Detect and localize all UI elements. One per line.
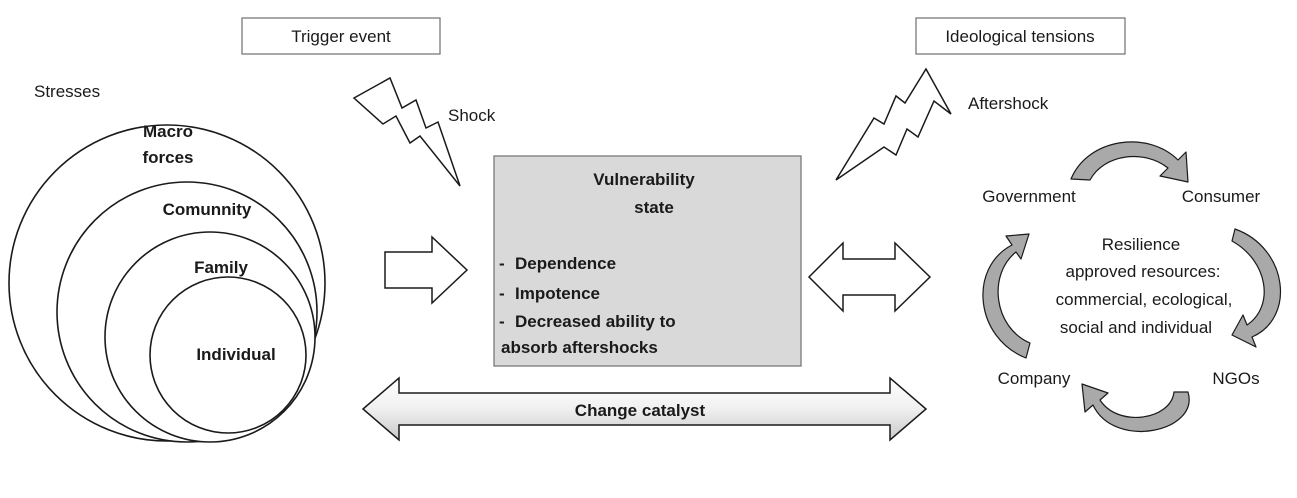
bullet-dash-1: - xyxy=(499,254,505,273)
cycle-arrow-top-icon xyxy=(1070,141,1189,183)
shock-bolt-icon xyxy=(352,76,461,187)
vulnerability-title-2: state xyxy=(634,198,674,217)
vulnerability-resilience-double-arrow-icon xyxy=(807,241,932,313)
aftershock-label: Aftershock xyxy=(968,94,1049,113)
shock-label: Shock xyxy=(448,106,496,125)
ideological-tensions-box: Ideological tensions xyxy=(915,17,1126,55)
government-label: Government xyxy=(982,187,1076,206)
individual-label: Individual xyxy=(196,345,275,364)
cycle-arrow-right-icon xyxy=(1231,228,1282,348)
family-label: Family xyxy=(194,258,248,277)
stress-right-arrow-icon xyxy=(384,235,469,305)
bullet-impotence: Impotence xyxy=(515,284,600,303)
resilience-center-line-2: approved resources: xyxy=(1066,262,1221,281)
resilience-cycle xyxy=(982,141,1282,432)
individual-circle xyxy=(149,276,307,434)
bullet-dash-3: - xyxy=(499,312,505,331)
cycle-arrow-left-icon xyxy=(982,233,1031,359)
bullet-dash-2: - xyxy=(499,284,505,303)
stresses-label: Stresses xyxy=(34,82,100,101)
stress-circles xyxy=(8,124,326,443)
ngos-label: NGOs xyxy=(1212,369,1259,388)
aftershock-bolt-icon xyxy=(835,67,952,181)
vulnerability-title-1: Vulnerability xyxy=(593,170,695,189)
company-label: Company xyxy=(998,369,1071,388)
ideological-tensions-label: Ideological tensions xyxy=(945,27,1094,46)
resilience-center-line-4: social and individual xyxy=(1060,318,1212,337)
macro-forces-label-2: forces xyxy=(142,148,193,167)
change-catalyst-arrow-icon xyxy=(361,376,928,442)
trigger-event-box: Trigger event xyxy=(241,17,441,55)
bullet-dependence: Dependence xyxy=(515,254,616,273)
resilience-center-line-3: commercial, ecological, xyxy=(1056,290,1233,309)
vulnerability-state-box xyxy=(493,155,802,367)
consumer-label: Consumer xyxy=(1182,187,1261,206)
cycle-arrow-bottom-icon xyxy=(1081,383,1190,432)
resilience-center-line-1: Resilience xyxy=(1102,235,1180,254)
bullet-decreased-ability: Decreased ability to xyxy=(515,312,676,331)
trigger-event-label: Trigger event xyxy=(291,27,391,46)
community-label: Comunnity xyxy=(163,200,252,219)
macro-forces-label-1: Macro xyxy=(143,122,193,141)
bullet-decreased-ability-continuation: absorb aftershocks xyxy=(501,338,658,357)
change-catalyst-label: Change catalyst xyxy=(575,401,706,420)
